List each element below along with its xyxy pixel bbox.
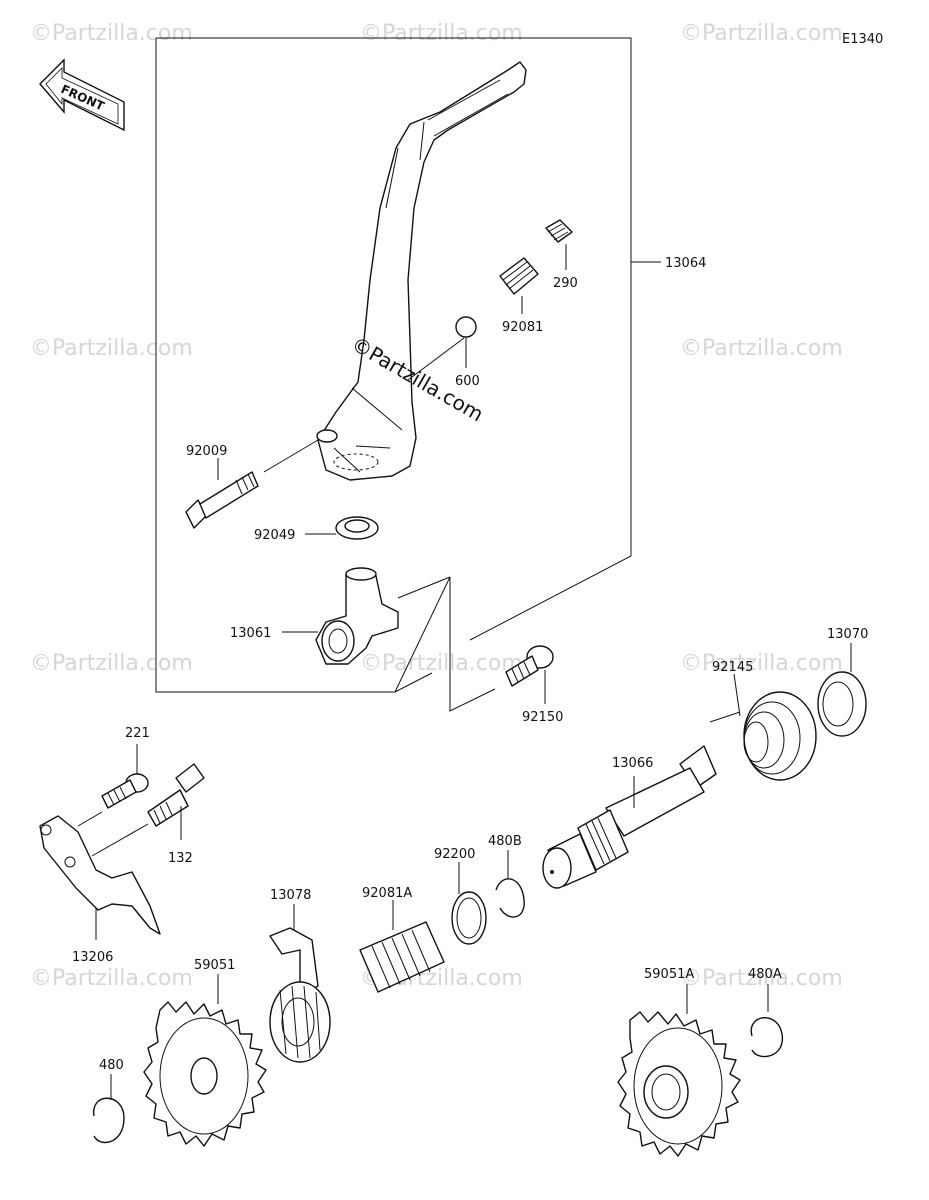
part-92150-bolt: 92150	[505, 645, 563, 725]
part-290-spring: 290	[545, 219, 578, 291]
part-label-480: 480	[99, 1058, 124, 1073]
watermark: ©Partzilla.com	[360, 21, 523, 46]
part-label-600: 600	[455, 374, 480, 389]
part-92081-spring: 92081	[499, 257, 543, 335]
watermark: ©Partzilla.com	[30, 966, 193, 991]
part-label-92081: 92081	[502, 320, 543, 335]
part-label-13078: 13078	[270, 888, 311, 903]
part-label-59051A: 59051A	[644, 967, 694, 982]
watermark: ©Partzilla.com	[680, 966, 843, 991]
part-92009-bolt: 92009	[185, 439, 319, 529]
kick-pedal-assembly-outline: 13064	[155, 37, 706, 712]
watermark: ©Partzilla.com	[30, 336, 193, 361]
watermark: ©Partzilla.com	[680, 336, 843, 361]
front-arrow-icon: FRONT	[39, 58, 125, 132]
part-label-13064: 13064	[665, 256, 706, 271]
part-92081A-spring: 92081A	[359, 886, 445, 993]
watermark: ©Partzilla.com	[680, 651, 843, 676]
part-13061-boss: 13061	[230, 567, 399, 665]
part-label-480B: 480B	[488, 834, 522, 849]
part-label-92049: 92049	[254, 528, 295, 543]
watermark-layer: ©Partzilla.com ©Partzilla.com ©Partzilla…	[30, 21, 843, 991]
part-59051A-gear: 59051A	[617, 967, 741, 1157]
part-92200-washer: 92200	[434, 847, 487, 945]
part-600-ball: 600	[407, 316, 480, 389]
part-label-132: 132	[168, 851, 193, 866]
part-label-221: 221	[125, 726, 150, 741]
part-label-13066: 13066	[612, 756, 653, 771]
part-59051-gear: 59051	[143, 958, 267, 1147]
part-label-92009: 92009	[186, 444, 227, 459]
part-label-480A: 480A	[748, 967, 782, 982]
kick-pedal-arm	[316, 61, 527, 481]
watermark: ©Partzilla.com	[680, 21, 843, 46]
part-label-92150: 92150	[522, 710, 563, 725]
part-13078-ratchet: 13078	[269, 888, 331, 1063]
part-92049-washer: 92049	[254, 516, 379, 543]
part-label-13206: 13206	[72, 950, 113, 965]
part-label-13061: 13061	[230, 626, 271, 641]
watermark: ©Partzilla.com	[30, 21, 193, 46]
part-221-bolt: 221	[77, 726, 150, 827]
part-label-59051: 59051	[194, 958, 235, 973]
part-480B-circlip: 480B	[488, 834, 525, 918]
part-132-bolt: 132	[91, 763, 205, 866]
part-92145-spring: 92145	[709, 660, 817, 781]
part-480A-circlip: 480A	[748, 967, 783, 1058]
part-13070-collar: 13070	[817, 627, 868, 737]
watermark: ©Partzilla.com	[360, 651, 523, 676]
diagram-code: E1340	[842, 32, 883, 47]
part-480-circlip: 480	[93, 1058, 125, 1144]
part-label-290: 290	[553, 276, 578, 291]
part-13206-plate: 13206	[39, 815, 161, 965]
part-label-92200: 92200	[434, 847, 475, 862]
part-13066-shaft: 13066	[542, 745, 717, 889]
part-label-92145: 92145	[712, 660, 753, 675]
part-label-13070: 13070	[827, 627, 868, 642]
watermark: ©Partzilla.com	[30, 651, 193, 676]
part-label-92081A: 92081A	[362, 886, 412, 901]
